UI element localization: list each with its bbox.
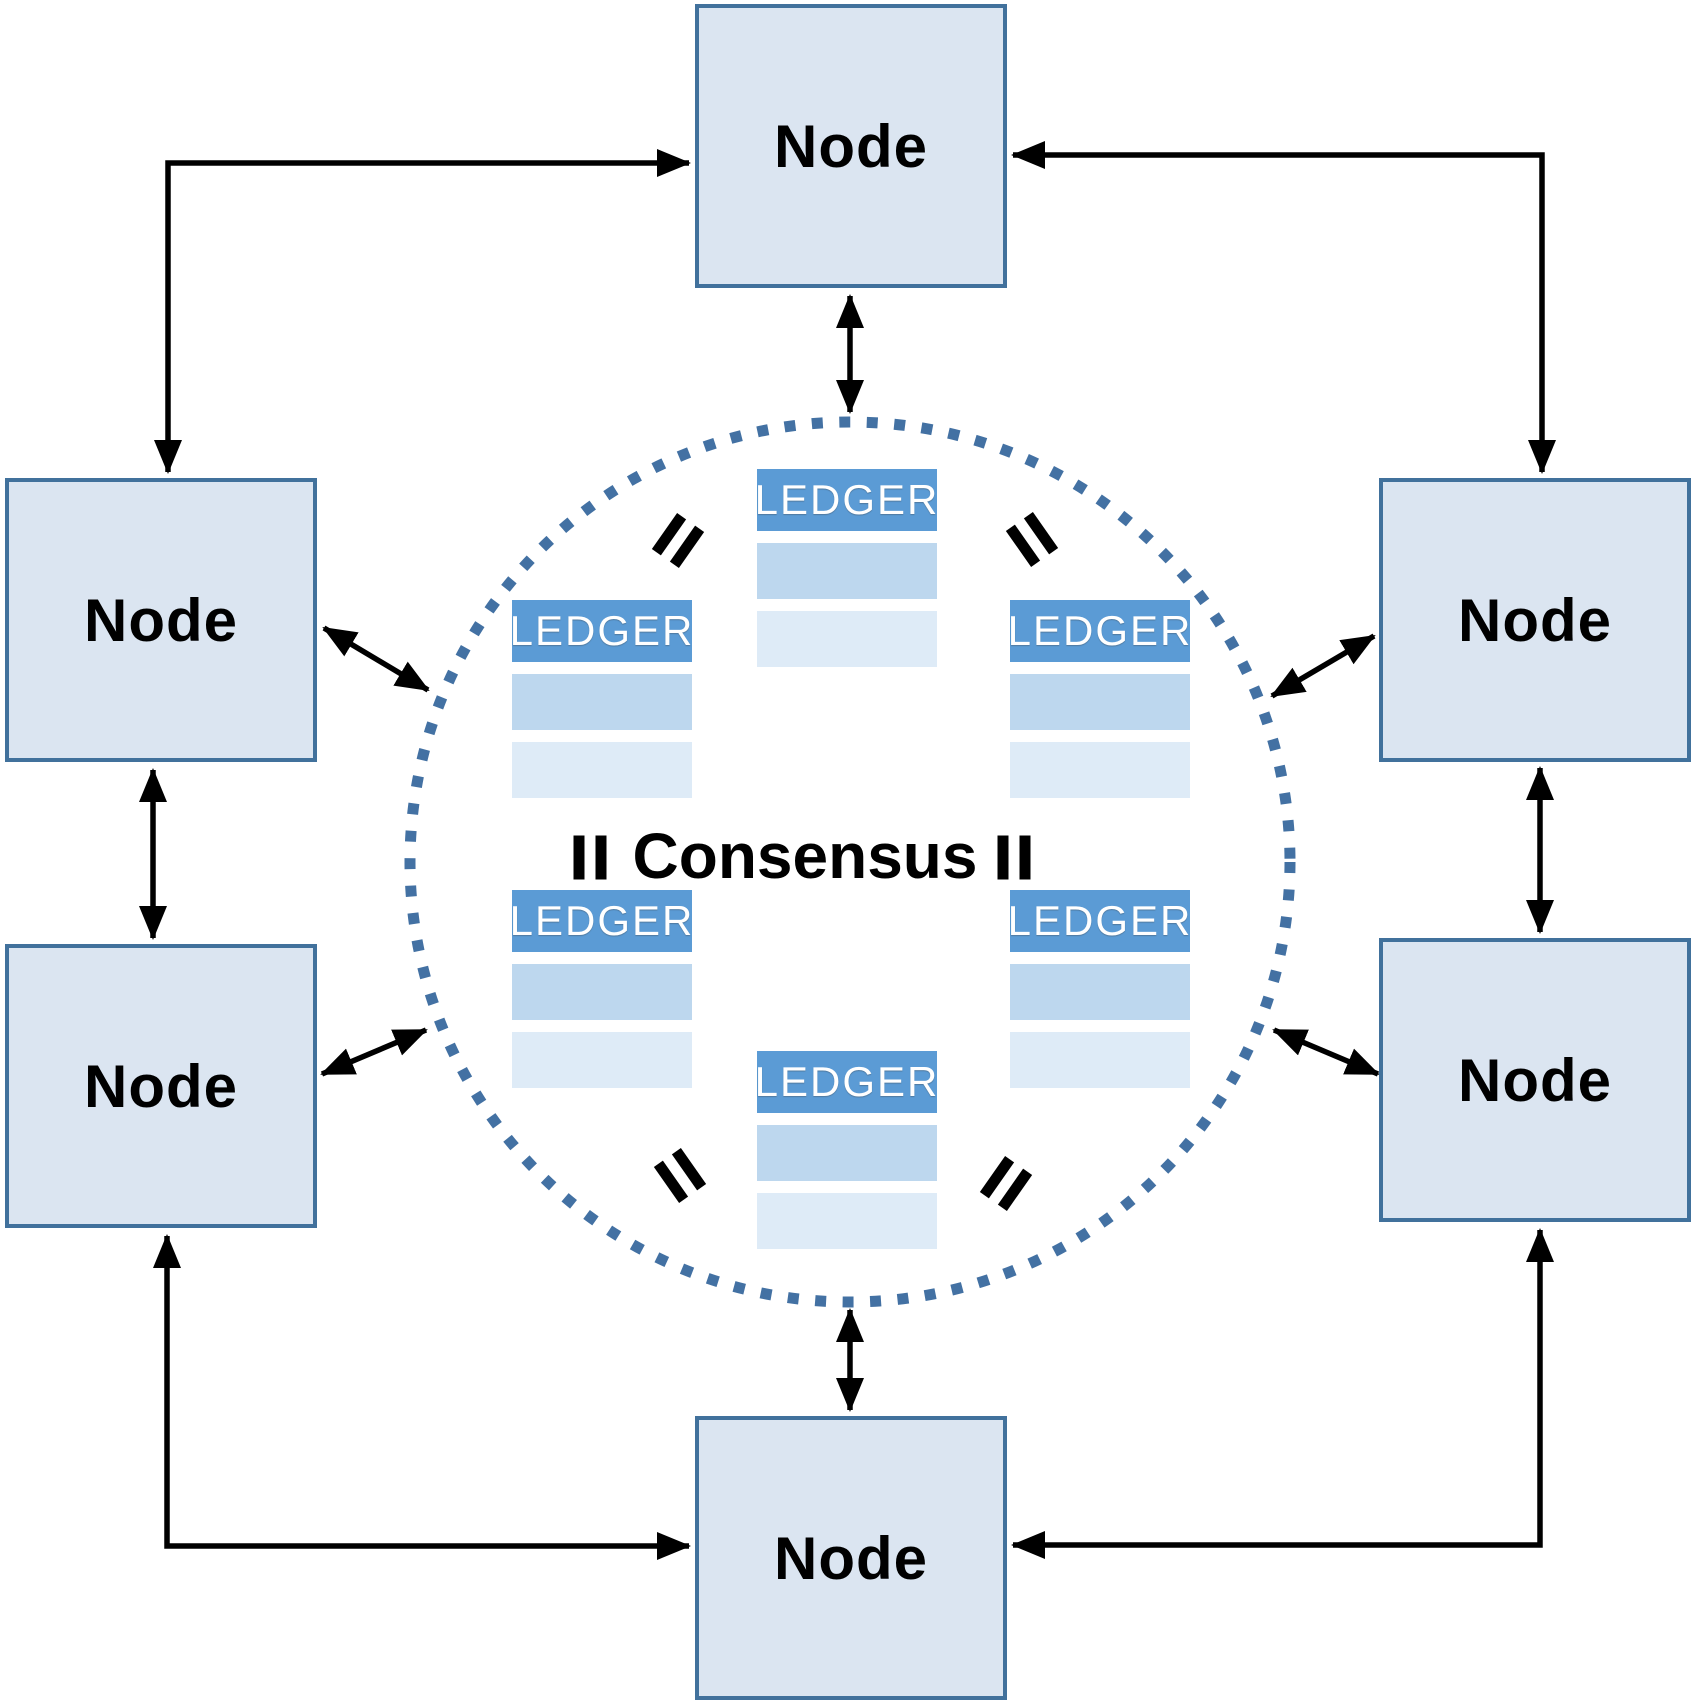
arrow-left-upper-to-circle <box>322 625 430 693</box>
node-top-label: Node <box>774 112 928 180</box>
consensus-title: Consensus <box>632 820 978 892</box>
equals-mark-middle-left <box>573 835 607 880</box>
arrow-bottom-to-left-lower <box>153 1234 691 1560</box>
ledger-row <box>512 674 692 730</box>
node-top: Node <box>695 4 1007 288</box>
node-left-lower-label: Node <box>84 1052 238 1120</box>
ledger-row <box>1010 1032 1190 1088</box>
equals-bar <box>1019 835 1031 880</box>
consensus-dotted-circle <box>404 416 1296 1308</box>
equals-bar <box>573 835 585 880</box>
ledger-header: LEDGER <box>755 1051 937 1113</box>
ledger-row <box>1010 674 1190 730</box>
ledger-right-lower: LEDGER <box>1008 890 1190 1088</box>
node-right-lower: Node <box>1379 938 1691 1222</box>
node-left-lower: Node <box>5 944 317 1228</box>
ledger-header: LEDGER <box>755 469 937 531</box>
arrow-right-lower-to-circle <box>1272 1027 1380 1077</box>
ledger-left-upper: LEDGER <box>510 600 692 798</box>
ledger-header: LEDGER <box>1008 600 1190 662</box>
arrow-bottom-to-right-lower <box>1011 1228 1554 1559</box>
ledger-center-bottom: LEDGER <box>755 1051 937 1249</box>
ledger-row <box>512 742 692 798</box>
equals-bar <box>595 835 607 880</box>
node-bottom-label: Node <box>774 1524 928 1592</box>
node-left-upper-label: Node <box>84 586 238 654</box>
ledger-row <box>1010 742 1190 798</box>
ledger-row <box>1010 964 1190 1020</box>
ledger-row <box>757 1125 937 1181</box>
node-right-upper: Node <box>1379 478 1691 762</box>
ledger-header: LEDGER <box>1008 890 1190 952</box>
arrow-top-to-left-upper <box>154 149 691 474</box>
ledger-header: LEDGER <box>510 890 692 952</box>
ledger-right-upper: LEDGER <box>1008 600 1190 798</box>
node-right-upper-label: Node <box>1458 586 1612 654</box>
ledger-row <box>757 611 937 667</box>
arrow-right-upper-to-circle <box>1270 633 1376 699</box>
node-bottom: Node <box>695 1416 1007 1700</box>
ledger-center-top: LEDGER <box>755 469 937 667</box>
equals-bar <box>997 835 1009 880</box>
ledger-row <box>512 1032 692 1088</box>
arrow-top-to-right-upper <box>1011 141 1556 474</box>
equals-mark-middle-right <box>997 835 1031 880</box>
ledger-row <box>757 1193 937 1249</box>
ledger-row <box>512 964 692 1020</box>
arrow-left-lower-to-circle <box>320 1027 428 1077</box>
node-left-upper: Node <box>5 478 317 762</box>
ledger-header: LEDGER <box>510 600 692 662</box>
ledger-row <box>757 543 937 599</box>
node-right-lower-label: Node <box>1458 1046 1612 1114</box>
ledger-left-lower: LEDGER <box>510 890 692 1088</box>
